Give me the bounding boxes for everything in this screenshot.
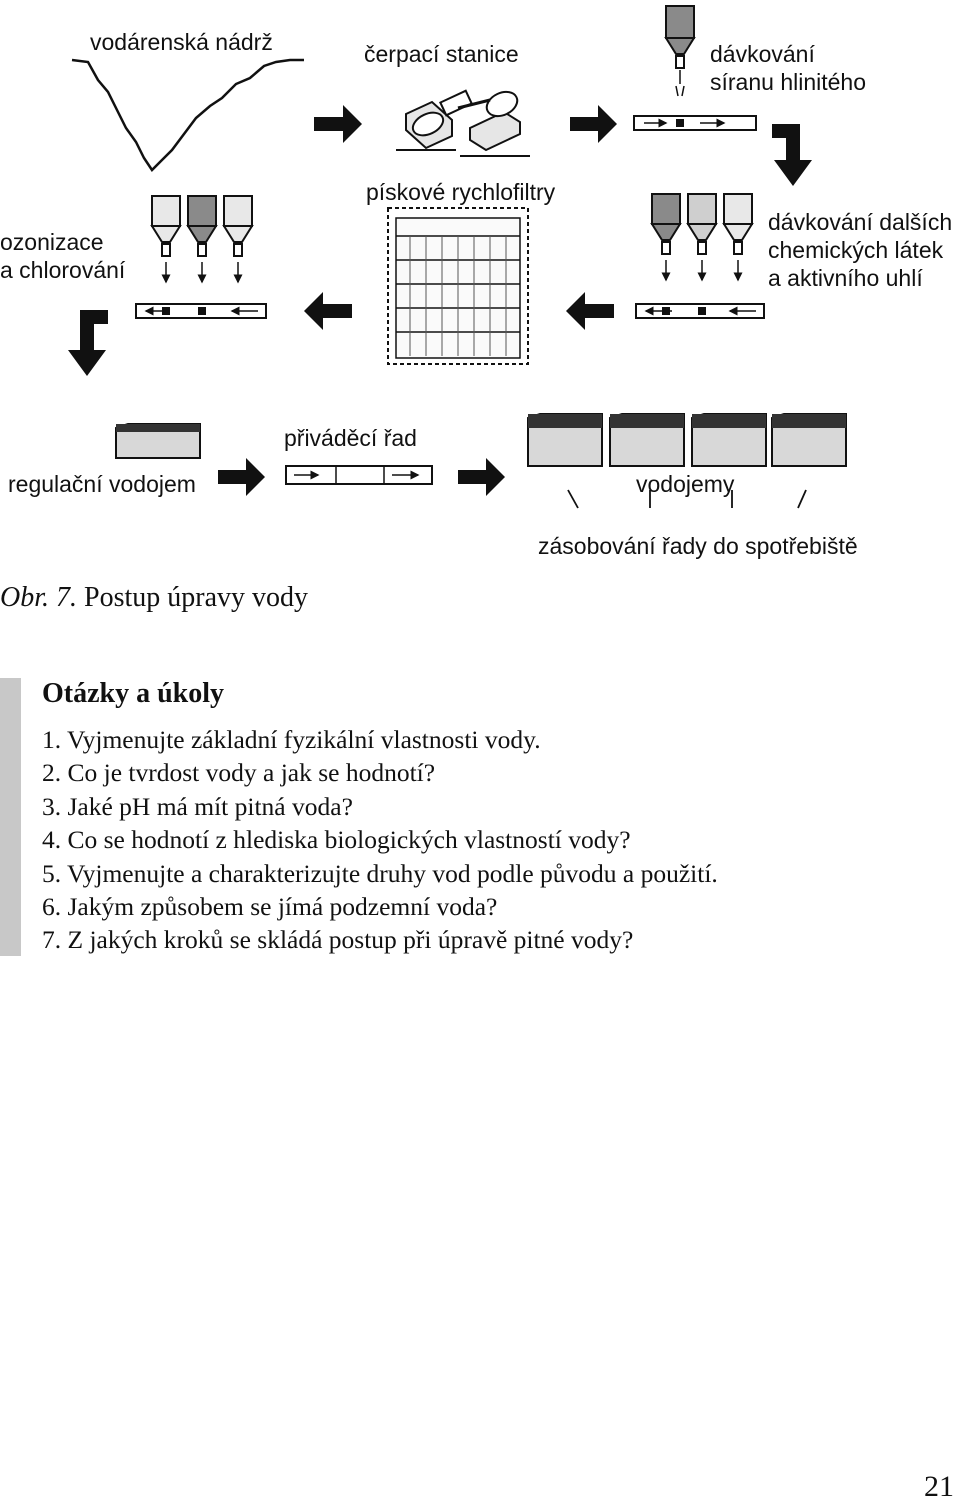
distribution-lines bbox=[567, 489, 807, 509]
water-tank-icon bbox=[527, 413, 603, 467]
label-sand-filters: pískové rychlofiltry bbox=[366, 179, 556, 205]
questions-heading: Otázky a úkoly bbox=[42, 678, 225, 709]
label-other-dosing-line1: dávkování dalších bbox=[768, 209, 953, 235]
pipe-icon bbox=[135, 303, 267, 319]
pipe-icon bbox=[635, 303, 765, 319]
label-other-dosing-line2: chemických látek bbox=[768, 237, 944, 263]
water-tank-icon bbox=[771, 413, 847, 467]
figure-caption: Obr. 7. Postup úpravy vody bbox=[0, 582, 308, 614]
page-number: 21 bbox=[924, 1470, 954, 1503]
label-ozonation-line2: a chlorování bbox=[0, 257, 126, 283]
label-dosing-line2: síranu hlinitého bbox=[710, 69, 866, 95]
label-reservoir: vodárenská nádrž bbox=[90, 29, 273, 55]
list-item: 6. Jakým způsobem se jímá podzemní voda? bbox=[42, 892, 498, 922]
questions-section: Otázky a úkoly 1. Vyjmenujte základní fy… bbox=[0, 678, 960, 956]
arrow-icon bbox=[772, 124, 812, 186]
label-pumping-station: čerpací stanice bbox=[364, 41, 519, 67]
arrow-icon bbox=[304, 292, 352, 330]
arrow-icon bbox=[314, 105, 362, 143]
water-tank-icon bbox=[115, 423, 201, 459]
water-tank-icon bbox=[609, 413, 685, 467]
label-tanks: vodojemy bbox=[636, 471, 735, 497]
label-other-dosing-line3: a aktivního uhlí bbox=[768, 265, 923, 291]
arrow-icon bbox=[458, 458, 505, 496]
list-item: 2. Co je tvrdost vody a jak se hodnotí? bbox=[42, 758, 436, 788]
pump-icon bbox=[396, 89, 530, 157]
questions-list: 1. Vyjmenujte základní fyzikální vlastno… bbox=[42, 723, 718, 957]
pipe-icon bbox=[285, 465, 433, 485]
questions-side-bar bbox=[0, 678, 21, 956]
list-item: 7. Z jakých kroků se skládá postup při ú… bbox=[42, 925, 634, 955]
label-dosing-line1: dávkování bbox=[710, 41, 815, 67]
label-distribution: zásobování řady do spotřebiště bbox=[538, 533, 858, 559]
dosing-hopper-icon bbox=[150, 195, 254, 284]
arrow-icon bbox=[566, 292, 614, 330]
arrow-icon bbox=[570, 105, 617, 143]
label-supply-line: přiváděcí řad bbox=[284, 425, 417, 451]
water-tank-icon bbox=[691, 413, 767, 467]
figure-label: Obr. 7. bbox=[0, 582, 78, 613]
arrow-icon bbox=[218, 458, 265, 496]
list-item: 3. Jaké pH má mít pitná voda? bbox=[42, 791, 353, 821]
figure-title: Postup úpravy vody bbox=[84, 582, 309, 613]
reservoir-icon bbox=[71, 58, 304, 172]
dosing-hopper-icon bbox=[650, 193, 754, 282]
pipe-icon bbox=[633, 115, 757, 131]
list-item: 5. Vyjmenujte a charakterizujte druhy vo… bbox=[42, 858, 718, 888]
sand-filter-icon bbox=[387, 207, 529, 365]
water-treatment-diagram bbox=[68, 5, 847, 509]
list-item: 4. Co se hodnotí z hlediska biologických… bbox=[42, 825, 631, 855]
label-ozonation-line1: ozonizace bbox=[0, 229, 104, 255]
dosing-hopper-icon bbox=[664, 5, 696, 97]
label-regulation-tank: regulační vodojem bbox=[8, 471, 196, 497]
arrow-icon bbox=[68, 310, 108, 376]
list-item: 1. Vyjmenujte základní fyzikální vlastno… bbox=[42, 725, 541, 754]
